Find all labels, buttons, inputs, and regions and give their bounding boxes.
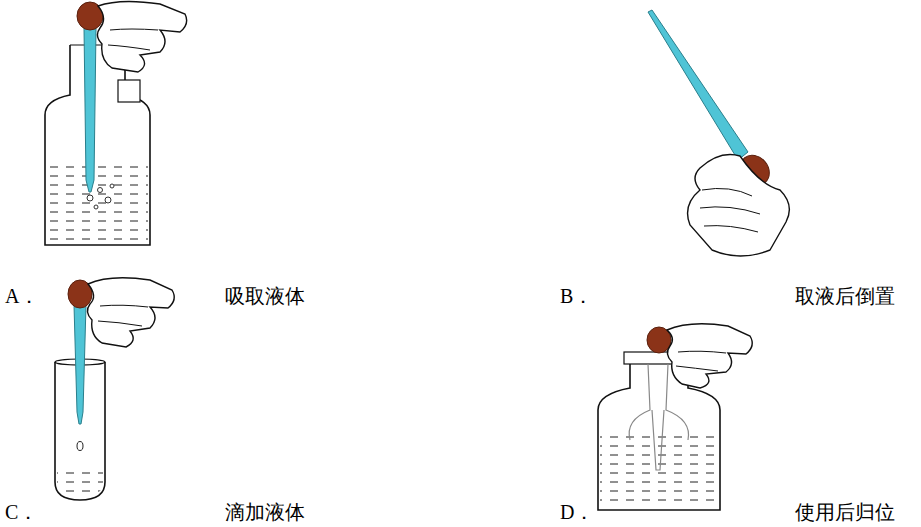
drop	[77, 442, 83, 451]
bottle-label	[118, 80, 140, 102]
liquid	[47, 160, 148, 243]
hand	[688, 155, 790, 257]
option-letter: D．	[560, 500, 594, 524]
option-letter: C．	[5, 500, 38, 524]
panel-d-drawing	[598, 324, 752, 510]
hand	[87, 278, 174, 347]
reagent-bottle	[45, 45, 150, 245]
dropper-tube	[74, 305, 86, 424]
step-caption: 吸取液体	[225, 284, 305, 308]
hand	[667, 324, 752, 388]
step-caption: 取液后倒置	[795, 284, 895, 308]
panel-a-drawing	[45, 1, 187, 245]
dropper-tube	[84, 28, 96, 192]
step-caption: 滴加液体	[225, 500, 305, 524]
dropper-tube	[648, 10, 748, 160]
option-letter: B．	[560, 284, 593, 308]
liquid	[57, 470, 103, 497]
panel-c-drawing	[55, 278, 174, 500]
option-letter: A．	[5, 284, 39, 308]
step-caption: 使用后归位	[795, 500, 895, 524]
bubbles	[87, 184, 114, 209]
hand	[97, 1, 186, 72]
panel-b-drawing	[648, 10, 789, 256]
